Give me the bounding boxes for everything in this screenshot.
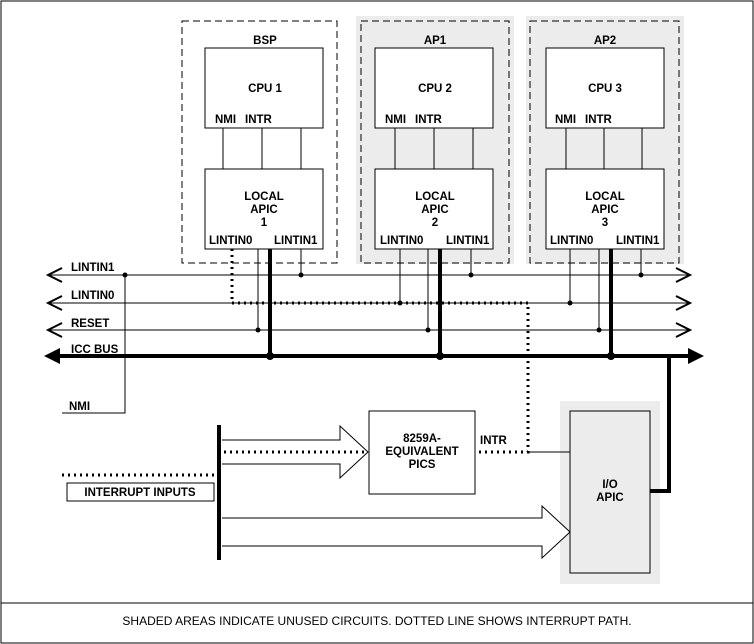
ap1-label: AP1: [424, 35, 447, 47]
ioapic-box: [569, 410, 651, 574]
apic1-lintin1: LINTIN1: [274, 235, 318, 247]
apic3-num: 3: [602, 217, 608, 229]
lintin0-bus-label: LINTIN0: [71, 290, 114, 302]
apic2-line2: APIC: [421, 204, 448, 216]
apic2-num: 2: [432, 217, 438, 229]
ioapic-input-arrow: [222, 504, 571, 560]
cpu2-nmi-label: NMI: [385, 114, 406, 126]
apic2-lintin0: LINTIN0: [380, 235, 423, 247]
apic1-line1: LOCAL: [244, 191, 284, 203]
cpu1-label: CPU 1: [248, 83, 282, 95]
ap2-label: AP2: [594, 35, 616, 47]
lintin1-bus-label: LINTIN1: [71, 262, 115, 274]
cpu1-intr-label: INTR: [245, 114, 273, 126]
apic2-lintin1: LINTIN1: [446, 235, 490, 247]
cpu3-nmi-label: NMI: [555, 114, 576, 126]
bsp-group-border: [181, 20, 338, 264]
cpu2-label: CPU 2: [418, 83, 452, 95]
nmi-label: NMI: [69, 401, 90, 413]
ioapic-line1: I/O: [602, 479, 617, 491]
pic-input-arrow: [222, 424, 369, 480]
pic-intr-label: INTR: [480, 435, 508, 447]
ap2-group-border: [529, 20, 680, 264]
apic3-line2: APIC: [591, 204, 618, 216]
local-apic3-box: [545, 168, 665, 250]
pic-box: [368, 410, 476, 495]
cpu2-intr-label: INTR: [415, 114, 443, 126]
apic1-line2: APIC: [250, 204, 277, 216]
ap1-group-border: [360, 20, 510, 264]
nmi-line: [62, 275, 126, 414]
interrupt-inputs-box: [66, 482, 215, 502]
apic3-lintin1: LINTIN1: [616, 235, 660, 247]
apic1-lintin0: LINTIN0: [209, 235, 252, 247]
local-apic1-box: [204, 168, 324, 250]
caption: SHADED AREAS INDICATE UNUSED CIRCUITS. D…: [122, 614, 631, 628]
ioapic-line2: APIC: [596, 492, 623, 504]
cpu1-nmi-label: NMI: [215, 114, 236, 126]
cpu3-box: [545, 47, 665, 129]
apic2-line1: LOCAL: [415, 191, 455, 203]
apic1-num: 1: [261, 217, 268, 229]
bsp-label: BSP: [253, 35, 277, 47]
cpu3-label: CPU 3: [588, 83, 622, 95]
reset-bus-label: RESET: [71, 318, 109, 330]
cpu1-box: [204, 47, 324, 129]
apic3-lintin0: LINTIN0: [550, 235, 593, 247]
interrupt-path-dotted: [232, 301, 530, 454]
local-apic2-box: [374, 168, 494, 250]
pic-line1: 8259A-: [403, 433, 441, 445]
ioapic-icc-link: [650, 356, 671, 493]
interrupt-inputs-label: INTERRUPT INPUTS: [84, 487, 196, 499]
apic3-line1: LOCAL: [585, 191, 625, 203]
icc-bus-label: ICC BUS: [71, 344, 119, 356]
cpu2-box: [374, 47, 494, 129]
pic-line3: PICS: [409, 459, 436, 471]
cpu3-intr-label: INTR: [585, 114, 613, 126]
pic-line2: EQUIVALENT: [385, 446, 458, 458]
